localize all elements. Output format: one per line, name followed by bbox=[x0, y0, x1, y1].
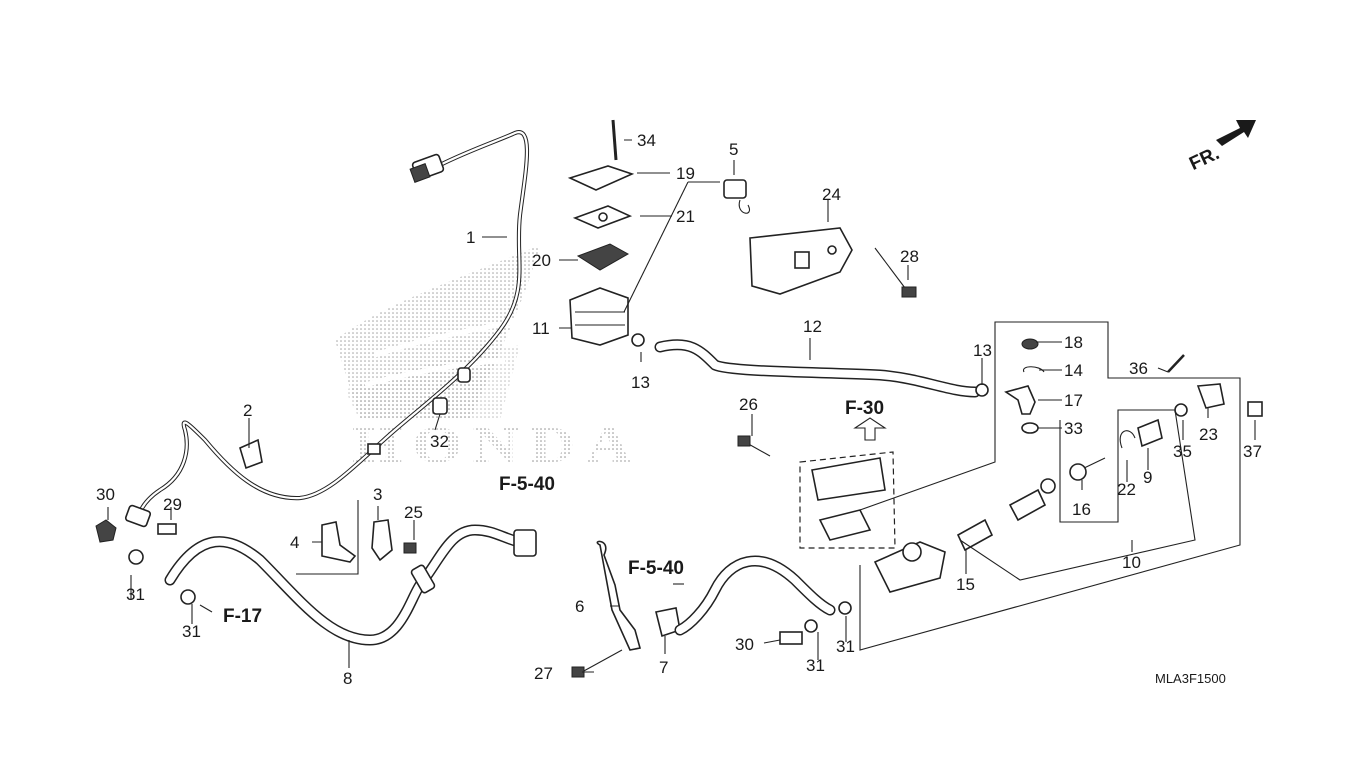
part-13-clip-left bbox=[631, 333, 645, 347]
lower-hose bbox=[674, 555, 836, 636]
callout-11: 11 bbox=[532, 319, 550, 338]
callout-leaders bbox=[107, 139, 1256, 673]
part-3-clamp bbox=[371, 519, 393, 562]
callout-27: 27 bbox=[534, 664, 553, 683]
part-28-bolt bbox=[874, 247, 917, 298]
callout-6: 6 bbox=[575, 597, 584, 616]
part-37-pin bbox=[1247, 401, 1263, 417]
part-35-nut bbox=[1174, 403, 1188, 417]
callout-31-a: 31 bbox=[126, 585, 145, 604]
callout-18: 18 bbox=[1064, 333, 1083, 352]
part-20-diaphragm bbox=[576, 243, 630, 271]
callout-34: 34 bbox=[637, 131, 656, 150]
callout-37: 37 bbox=[1243, 442, 1262, 461]
callout-13-left: 13 bbox=[631, 373, 650, 392]
callout-25: 25 bbox=[404, 503, 423, 522]
callout-7: 7 bbox=[659, 658, 668, 677]
honda-wing-watermark: HONDA bbox=[335, 245, 642, 474]
part-22-circlip bbox=[1119, 430, 1136, 449]
part-5-holder bbox=[723, 179, 751, 214]
part-19-cap bbox=[567, 165, 635, 191]
callout-14: 14 bbox=[1064, 361, 1083, 380]
callout-15: 15 bbox=[956, 575, 975, 594]
part-9-boot bbox=[1137, 418, 1163, 448]
callout-19: 19 bbox=[676, 164, 695, 183]
callout-1: 1 bbox=[466, 228, 475, 247]
part-16-bolt bbox=[1069, 457, 1106, 481]
ref-f30: F-30 bbox=[845, 398, 884, 419]
callout-2: 2 bbox=[243, 401, 252, 420]
part-15-piston-kit bbox=[956, 478, 1056, 552]
part-34-screw bbox=[611, 119, 618, 161]
callout-17: 17 bbox=[1064, 391, 1083, 410]
callout-21: 21 bbox=[676, 207, 695, 226]
callout-8: 8 bbox=[343, 669, 352, 688]
part-36-cotter bbox=[1167, 354, 1185, 373]
callout-29: 29 bbox=[163, 495, 182, 514]
callout-16: 16 bbox=[1072, 500, 1091, 519]
callout-4: 4 bbox=[290, 533, 299, 552]
callout-28: 28 bbox=[900, 247, 919, 266]
part-33-oring bbox=[1021, 422, 1039, 434]
part-4-bracket bbox=[296, 500, 359, 575]
callout-12: 12 bbox=[803, 317, 822, 336]
part-30-bolt-right bbox=[779, 601, 852, 645]
callout-24: 24 bbox=[822, 185, 841, 204]
callout-10: 10 bbox=[1122, 553, 1141, 572]
part-30-bolt-left bbox=[95, 519, 117, 543]
callout-5: 5 bbox=[729, 140, 738, 159]
callout-32: 32 bbox=[430, 432, 449, 451]
part-24-cover bbox=[749, 227, 853, 295]
callout-3: 3 bbox=[373, 485, 382, 504]
fr-direction-marker: FR. bbox=[1186, 120, 1256, 175]
callout-35: 35 bbox=[1173, 442, 1192, 461]
callout-23: 23 bbox=[1199, 425, 1218, 444]
callout-31-c: 31 bbox=[806, 656, 825, 675]
part-26-bolt bbox=[737, 435, 771, 457]
callout-30-left: 30 bbox=[96, 485, 115, 504]
part-2-clamp bbox=[239, 438, 263, 470]
part-11-reservoir bbox=[569, 287, 629, 346]
part-10-assembly-outline bbox=[859, 321, 1241, 651]
honda-watermark-text: HONDA bbox=[352, 417, 642, 474]
part-31-washers-left bbox=[128, 549, 196, 605]
callout-26: 26 bbox=[739, 395, 758, 414]
part-18-washer bbox=[1021, 338, 1039, 350]
callout-13-right: 13 bbox=[973, 341, 992, 360]
part-29-bolt bbox=[157, 523, 177, 535]
part-1-switch-wire bbox=[124, 130, 530, 528]
callout-9: 9 bbox=[1143, 468, 1152, 487]
part-21-plate bbox=[572, 205, 633, 229]
dashed-boundary bbox=[799, 451, 896, 549]
ref-f540-lower: F-5-40 bbox=[628, 558, 684, 579]
fr-label: FR. bbox=[1186, 143, 1223, 175]
callout-36: 36 bbox=[1129, 359, 1148, 378]
f30-arrow bbox=[853, 417, 887, 441]
callout-22: 22 bbox=[1117, 480, 1136, 499]
heat-shield bbox=[811, 457, 886, 541]
diagram-code: MLA3F1500 bbox=[1155, 671, 1226, 686]
part-13-clip-right bbox=[975, 383, 989, 397]
callout-31-b: 31 bbox=[182, 622, 201, 641]
part-27-bolt bbox=[571, 649, 623, 678]
part-23-joint bbox=[1196, 383, 1225, 409]
f17-arrow bbox=[199, 604, 213, 613]
callout-30-right: 30 bbox=[735, 635, 754, 654]
part-17-joint bbox=[1004, 385, 1036, 415]
master-cylinder bbox=[873, 541, 946, 593]
callout-33: 33 bbox=[1064, 419, 1083, 438]
part-6-bracket bbox=[596, 540, 642, 651]
ref-f17: F-17 bbox=[223, 606, 262, 627]
leader-line bbox=[623, 181, 689, 313]
part-8-clutch-hose bbox=[164, 524, 537, 646]
part-25-bolt bbox=[403, 542, 417, 554]
part-12-reservoir-hose bbox=[654, 339, 981, 398]
part-15-kit-outline bbox=[959, 409, 1196, 581]
ref-f540-upper: F-5-40 bbox=[499, 474, 555, 495]
part-14-circlip bbox=[1022, 366, 1045, 373]
callout-31-d: 31 bbox=[836, 637, 855, 656]
callout-20: 20 bbox=[532, 251, 551, 270]
